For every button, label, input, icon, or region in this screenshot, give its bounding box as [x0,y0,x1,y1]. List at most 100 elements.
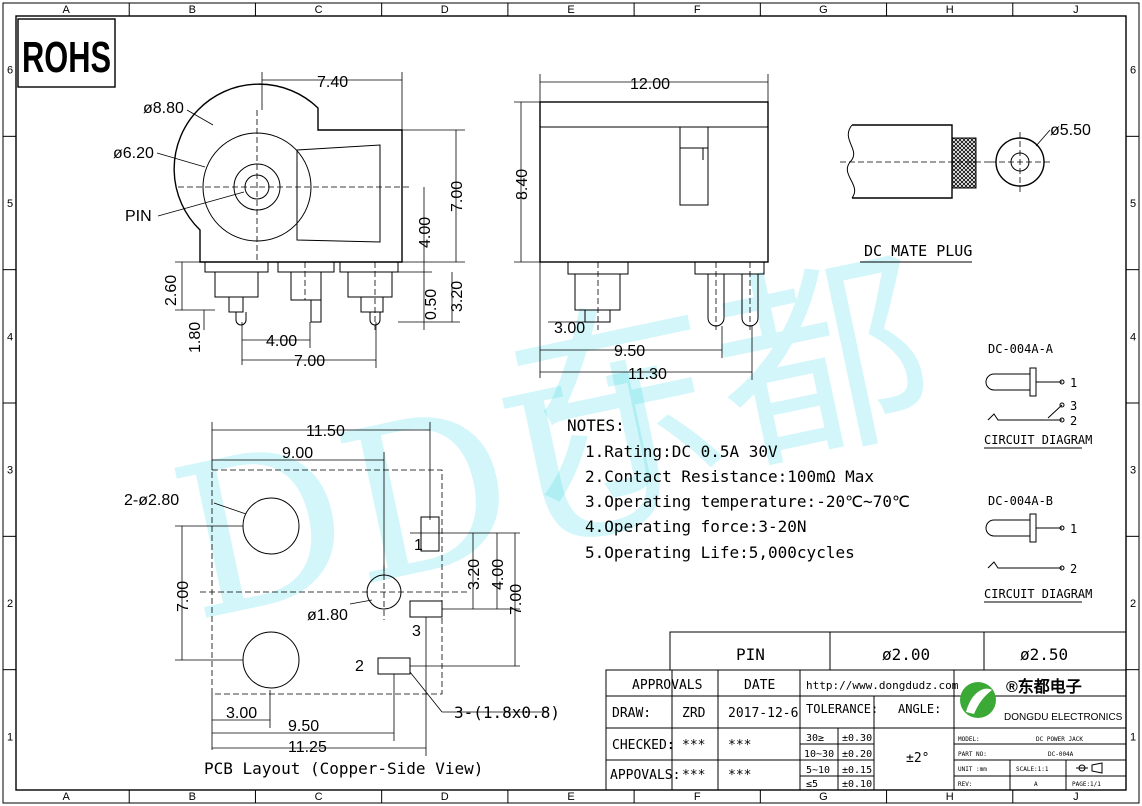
pcb-title: PCB Layout (Copper-Side View) [204,759,483,778]
front-view: 7.40 ø8.80 ø6.20 PIN 7.00 4.00 0.50 3.20… [113,72,466,370]
circuit-b-pin2: 2 [1070,562,1077,576]
appovals-label: APPOVALS: [610,768,680,783]
tolerance-header: TOLERANCE: [806,702,878,716]
dim-front-right: 7.00 [449,181,466,212]
grid-col-bottom-F: F [694,791,701,803]
grid-row-right-3: 3 [1130,465,1136,477]
circuit-a-pin1: 1 [1070,376,1077,390]
grid-row-right-4: 4 [1130,331,1136,343]
side-contact [679,126,709,206]
grid-col-top-J: J [1073,4,1079,16]
dim-front-mid: 4.00 [417,217,434,248]
tol-value-0: ±0.30 [842,733,872,744]
plug-break-line [847,124,855,199]
model-value: DC POWER JACK [1036,736,1083,743]
watermark: DDU 东都 [154,222,951,669]
tol-value-1: ±0.20 [842,749,872,760]
dim-pcb-left: 7.00 [175,581,192,612]
leader-pcb-center [349,599,373,605]
angle-value: ±2° [906,751,929,766]
dim-side-left: 8.40 [514,169,531,200]
note-1: 1.Rating:DC 0.5A 30V [585,442,778,461]
mate-plug-title: DC MATE PLUG [864,242,972,260]
grid-col-top-G: G [819,4,828,16]
pcb-layout: 1 3 2 11.50 9.00 2-ø2.80 7.00 ø1.80 3.20… [124,422,560,778]
front-switch-block [296,144,381,243]
notes-title: NOTES: [567,416,625,435]
note-4: 4.Operating force:3-20N [585,517,807,536]
dim-pcb-top2: 9.00 [282,445,313,462]
circuit-a-label: CIRCUIT DIAGRAM [984,433,1092,447]
dim-pcb-top1: 11.50 [306,423,345,440]
grid-col-top-C: C [315,4,323,16]
page-label: PAGE:1/1 [1072,781,1101,788]
circuit-b-pin1: 1 [1070,522,1077,536]
grid-row-right-1: 1 [1130,731,1136,743]
website: http://www.dongdudz.com [806,679,959,692]
circuit-a: DC-004A-A 1 3 2 CIRCUIT DIAGRAM [984,342,1092,449]
unit-label: UNIT :mm [958,766,987,773]
circuit-b-line2 [987,561,1062,569]
circuit-a-title: DC-004A-A [988,342,1054,356]
date-header: DATE [744,678,775,693]
leader-pin [157,191,245,217]
grid-col-top-F: F [694,4,701,16]
rev-label: REV: [958,781,972,788]
front-body-outline [173,83,403,263]
dim-front-bot2: 7.00 [294,353,325,370]
side-body [539,101,769,263]
projection-symbol-icon [1076,762,1103,774]
model-label: MODEL: [958,736,980,743]
grid-row-left-3: 3 [7,465,13,477]
tol-range-1: 10~30 [804,749,834,760]
pcb-pin3: 3 [412,623,421,640]
circuit-a-pin3: 3 [1070,399,1077,413]
company-en: DONGDU ELECTRONICS [1004,712,1123,723]
dim-front-bot1: 4.00 [266,333,297,350]
dim-front-low: 3.20 [449,281,466,312]
grid-row-left-2: 2 [7,598,13,610]
circuit-b-contact [1029,513,1037,543]
plug-knurl [951,137,977,189]
pin-header: PIN [736,645,765,664]
grid-col-bottom-H: H [946,791,954,803]
angle-header: ANGLE: [898,702,941,716]
dim-side-pin: 3.00 [554,320,585,337]
circuit-a-pin2: 2 [1070,414,1077,428]
tol-value-2: ±0.15 [842,765,872,776]
logo-leaf [966,688,992,714]
front-mid-terminal [290,272,322,323]
draw-name: ZRD [682,706,706,721]
circuit-a-contact [1029,367,1037,397]
notes: NOTES: 1.Rating:DC 0.5A 30V 2.Contact Re… [567,416,910,562]
circuit-a-switch [1047,404,1063,419]
circuit-b-label: CIRCUIT DIAGRAM [984,587,1092,601]
dim-front-dinner: ø6.20 [113,145,154,162]
pcb-holes-label: 2-ø2.80 [124,492,179,509]
leader-plug-dia [1035,129,1051,147]
grid-row-left-1: 1 [7,731,13,743]
circuit-b-plug [985,519,1030,537]
leader-douter [186,109,214,126]
pcb-pin1: 1 [414,537,423,554]
grid-col-top-D: D [441,4,449,16]
dim-pcb-r3: 7.00 [508,584,525,615]
grid-col-bottom-J: J [1073,791,1079,803]
dim-pcb-r2: 4.00 [490,559,507,590]
grid-col-top-H: H [946,4,954,16]
grid-col-top-B: B [189,4,196,16]
circuit-a-node3 [1059,402,1065,408]
title-block: PIN ø2.00 ø2.50 APPROVALS DATE http://ww… [605,631,1127,791]
grid-ticks [3,3,1139,803]
pcb-slot-label: 3-(1.8x0.8) [454,703,560,722]
dim-pcb-b1: 3.00 [226,705,257,722]
plug-diameter: ø5.50 [1050,122,1091,139]
rev-value: A [1034,781,1038,788]
pin-value-2: ø2.50 [1020,645,1068,664]
circuit-a-plug [985,373,1030,391]
circuit-a-node1 [1059,379,1065,385]
dim-front-left: 2.60 [163,275,180,306]
dim-front-top: 7.40 [317,74,348,91]
front-left-terminal [214,272,259,313]
circuit-a-line2 [987,413,1062,421]
